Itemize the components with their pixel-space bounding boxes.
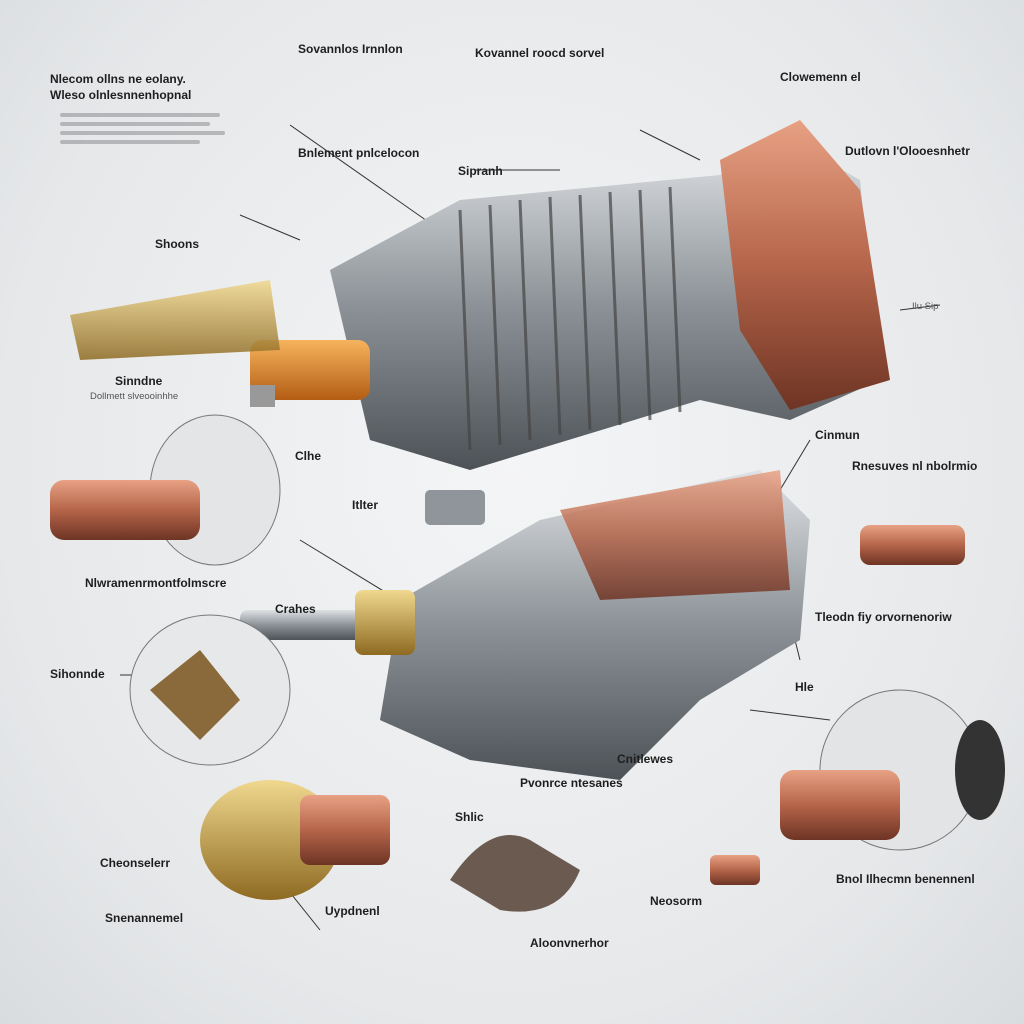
label-right-mid: Rnesuves nl nbolrmio (852, 459, 978, 473)
right-components (450, 525, 1005, 912)
label-cheonselerr: Cheonselerr (100, 856, 171, 870)
label-shoons: Shoons (155, 237, 199, 251)
label-sihonnde: Sihonnde (50, 667, 105, 681)
label-right-upper: Dutlovn l'Olooesnhetr (845, 144, 970, 158)
label-uypdnenl: Uypdnenl (325, 904, 380, 918)
label-hle: Hle (795, 680, 814, 694)
top-stator-assembly (250, 120, 890, 470)
label-aloonvnerhor: Aloonvnerhor (530, 936, 609, 950)
label-top-center: Kovannel roocd sorvel (475, 46, 605, 60)
label-sipranh: Sipranh (458, 164, 503, 178)
label-cnitlewes: Cnitlewes (617, 752, 674, 766)
label-top-left: Nlecom ollns ne eolany. (50, 72, 186, 86)
label-right-lower: Tleodn fiy orvornenoriw (815, 610, 952, 624)
label-cinmun: Cinmun (815, 428, 860, 442)
label-itlter: Itlter (352, 498, 379, 512)
left-components (50, 280, 390, 900)
label-bnlement: Bnlement pnlcelocon (298, 146, 420, 160)
label-neosorm: Neosorm (650, 894, 703, 908)
label-clhe: Clhe (295, 449, 322, 463)
label-shaft-tag: Ilu Sip (912, 301, 939, 312)
label-left-mid: Nlwramenrmontfolmscre (85, 576, 227, 590)
text-block-top-left (60, 108, 230, 148)
label-snenannemel: Snenannemel (105, 911, 184, 925)
label-sinndne-sub: Dollmett slveooinhhe (90, 391, 179, 402)
label-top-right: Clowemenn el (780, 70, 861, 84)
label-crahes: Crahes (275, 602, 316, 616)
label-shlic: Shlic (455, 810, 484, 824)
label-top-center-left: Sovannlos Irnnlon (298, 42, 403, 56)
label-top-left-sub: Wleso olnlesnnenhopnal (50, 88, 192, 102)
label-pvonrce: Pvonrce ntesanes (520, 776, 623, 790)
label-sinndne: Sinndne (115, 374, 163, 388)
middle-housing-assembly (240, 470, 810, 780)
label-bottom-right: Bnol Ilhecmn benennenl (836, 872, 975, 886)
